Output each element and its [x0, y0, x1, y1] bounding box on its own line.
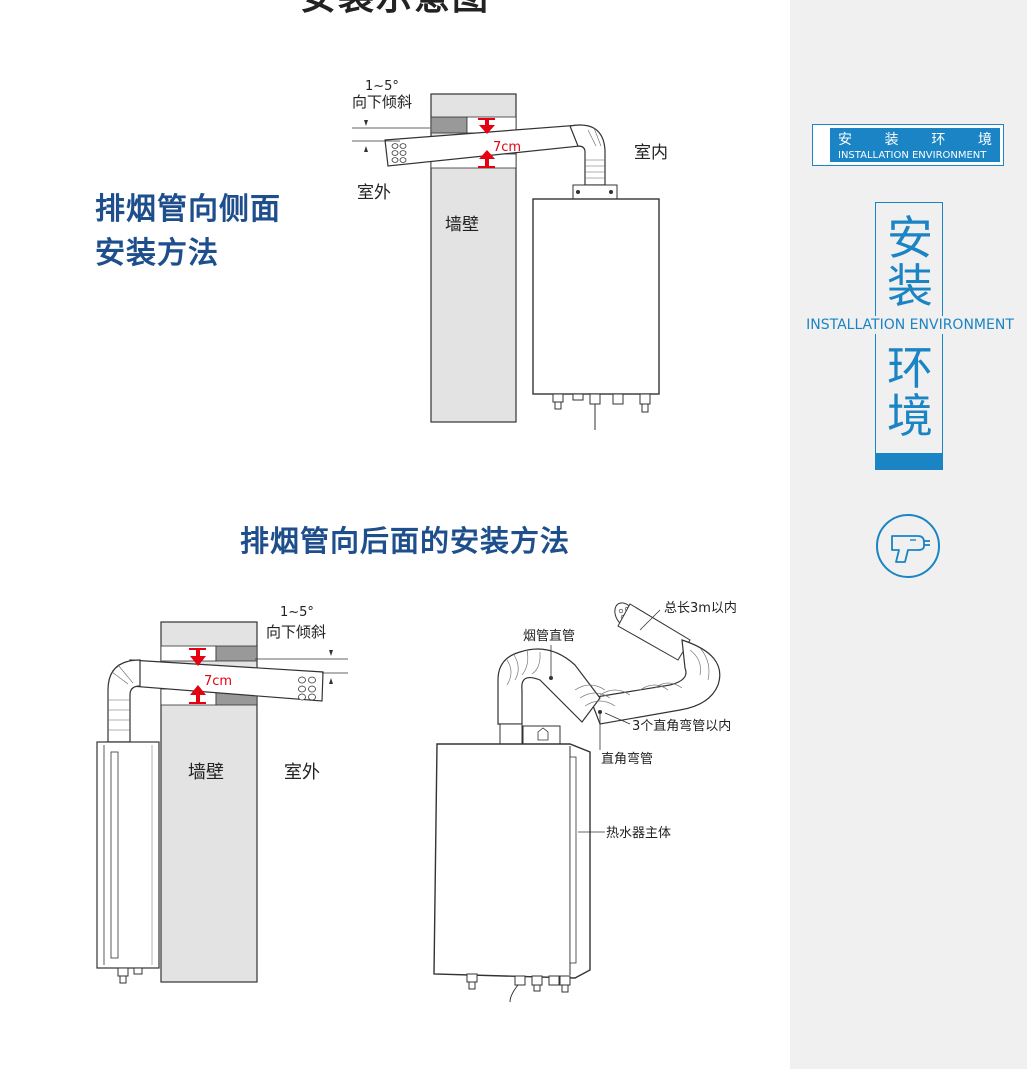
- gap-arrows: [189, 648, 206, 704]
- wall-sleeve-top: [160, 645, 217, 662]
- flex-pipe-left: [497, 648, 601, 725]
- sidebar: 安 装 环 境 INSTALLATION ENVIRONMENT 安 装 环 境…: [790, 0, 1027, 1069]
- side-install-diagram: 1~5° 向下倾斜 7cm 室内 室外 墙壁: [352, 79, 668, 430]
- wall-label: 墙壁: [445, 215, 479, 235]
- gap-arrows: [478, 118, 495, 168]
- outdoor-label: 室外: [357, 183, 391, 203]
- main-content: 安装示意图 排烟管向侧面 安装方法 1~5° 向下倾斜: [0, 0, 790, 1003]
- angle-value-label: 1~5°: [365, 79, 399, 94]
- nav-en-label: INSTALLATION ENVIRONMENT: [838, 150, 987, 161]
- back-install-diagram: 1~5° 向下倾斜 7cm 墙壁 室外: [96, 605, 348, 984]
- water-heater: [532, 198, 660, 395]
- badge-char-2: 装: [887, 259, 933, 313]
- section-badge: 安 装 环 境: [875, 202, 943, 470]
- water-heater-side: [96, 741, 160, 969]
- gap-value-label: 7cm: [493, 140, 521, 155]
- side-install-title-line2: 安装方法: [95, 236, 219, 271]
- drill-icon[interactable]: [876, 514, 940, 578]
- heater-main-body: [433, 743, 591, 979]
- heater-fittings: [466, 973, 571, 1003]
- badge-bar: [876, 453, 942, 469]
- wall-sleeve-top-gray: [215, 645, 258, 662]
- angle-direction-label: 向下倾斜: [352, 93, 412, 111]
- pipe-vent-holes: [298, 676, 316, 701]
- wall-sleeve-top: [430, 116, 468, 134]
- outdoor-label: 室外: [284, 762, 320, 783]
- heater-body-label: 热水器主体: [606, 826, 671, 841]
- parts-diagram: 总长3m以内 烟管直管 3个直角弯管以内 直角弯管 热水器主体: [433, 600, 737, 1003]
- angle-direction-label: 向下倾斜: [266, 623, 326, 641]
- page-title: 安装示意图: [0, 0, 790, 18]
- badge-char-1: 安: [887, 211, 933, 265]
- pipe-vent-holes: [391, 143, 407, 163]
- indoor-label: 室内: [634, 143, 668, 163]
- nav-installation-environment[interactable]: 安 装 环 境 INSTALLATION ENVIRONMENT: [812, 124, 1004, 166]
- flex-pipe-right: [589, 639, 721, 725]
- gap-value-label: 7cm: [204, 674, 232, 689]
- angle-value-label: 1~5°: [280, 605, 314, 620]
- badge-char-3: 环: [887, 341, 933, 395]
- side-install-title-line1: 排烟管向侧面: [95, 192, 281, 227]
- straight-pipe-label: 烟管直管: [523, 629, 575, 644]
- elbow-label: 直角弯管: [601, 751, 653, 767]
- badge-char-4: 境: [887, 389, 933, 443]
- elbow-limit-label: 3个直角弯管以内: [632, 718, 731, 734]
- pipe-elbow: [569, 124, 606, 186]
- wall-label: 墙壁: [188, 762, 224, 783]
- nav-cn-label: 安 装 环 境: [838, 132, 992, 148]
- total-length-label: 总长3m以内: [664, 600, 737, 616]
- badge-en-label: INSTALLATION ENVIRONMENT: [800, 316, 1020, 334]
- heater-fittings: [552, 393, 651, 430]
- back-install-title: 排烟管向后面的安装方法: [239, 524, 570, 558]
- side-install-title: 排烟管向侧面 安装方法: [95, 188, 281, 276]
